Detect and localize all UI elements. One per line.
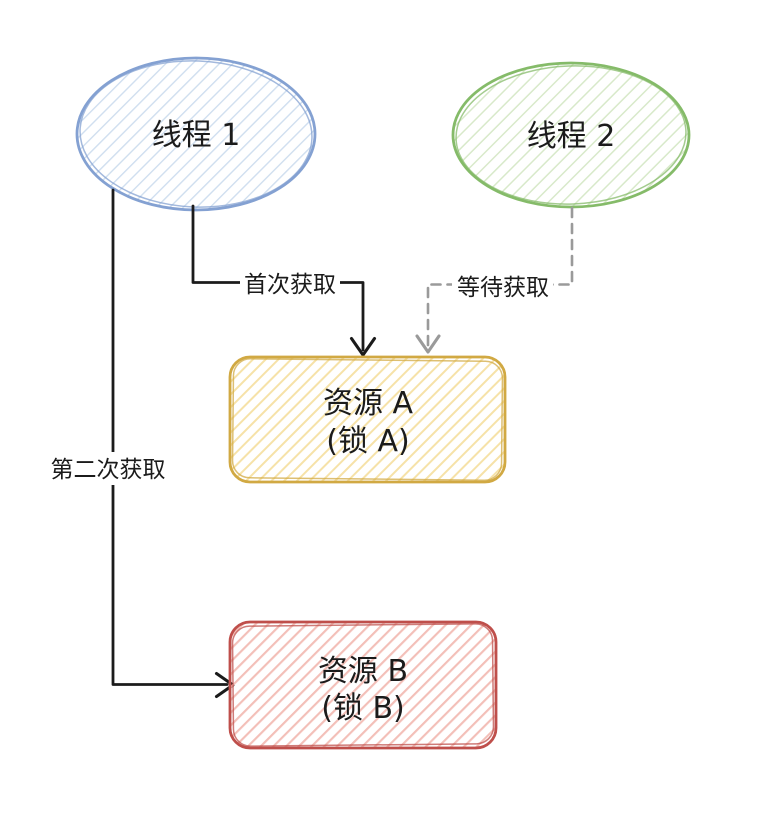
resourceB-label-line1: 资源 B [318, 654, 408, 689]
thread1-label: 线程 1 [152, 118, 241, 153]
thread1-ellipse [75, 56, 317, 212]
node-thread1: 线程 1 [75, 56, 317, 212]
first-acquire-arrowhead [349, 336, 377, 357]
thread2-ellipse-sketch-echo [455, 65, 687, 205]
node-thread2: 线程 2 [451, 61, 691, 209]
wait-acquire-arrowhead [415, 334, 441, 354]
edge-first-acquire: 首次获取 [191, 204, 377, 357]
second-acquire-label-bg [44, 452, 172, 485]
node-resourceA: 资源 A (锁 A) [228, 355, 507, 484]
resourceA-rect-sketch-echo [231, 358, 504, 481]
edge-wait-acquire: 等待获取 [415, 206, 574, 354]
first-acquire-label: 首次获取 [244, 272, 336, 298]
wait-acquire-label: 等待获取 [457, 275, 549, 301]
resourceA-label-line1: 资源 A [323, 386, 414, 421]
thread2-label: 线程 2 [527, 119, 616, 154]
resourceA-rect [228, 355, 507, 484]
resourceB-rect [228, 620, 498, 750]
thread2-ellipse [451, 61, 691, 209]
second-acquire-label: 第二次获取 [51, 457, 166, 483]
wait-acquire-label-bg [452, 270, 553, 303]
resourceB-rect-sketch-echo [231, 623, 495, 747]
resourceA-label-line2: (锁 A) [326, 424, 409, 459]
second-acquire-line [111, 188, 229, 686]
node-resourceB: 资源 B (锁 B) [228, 620, 498, 750]
edge-second-acquire: 第二次获取 [44, 188, 235, 699]
first-acquire-label-bg [240, 267, 340, 300]
resourceB-label-line2: (锁 B) [321, 691, 405, 726]
